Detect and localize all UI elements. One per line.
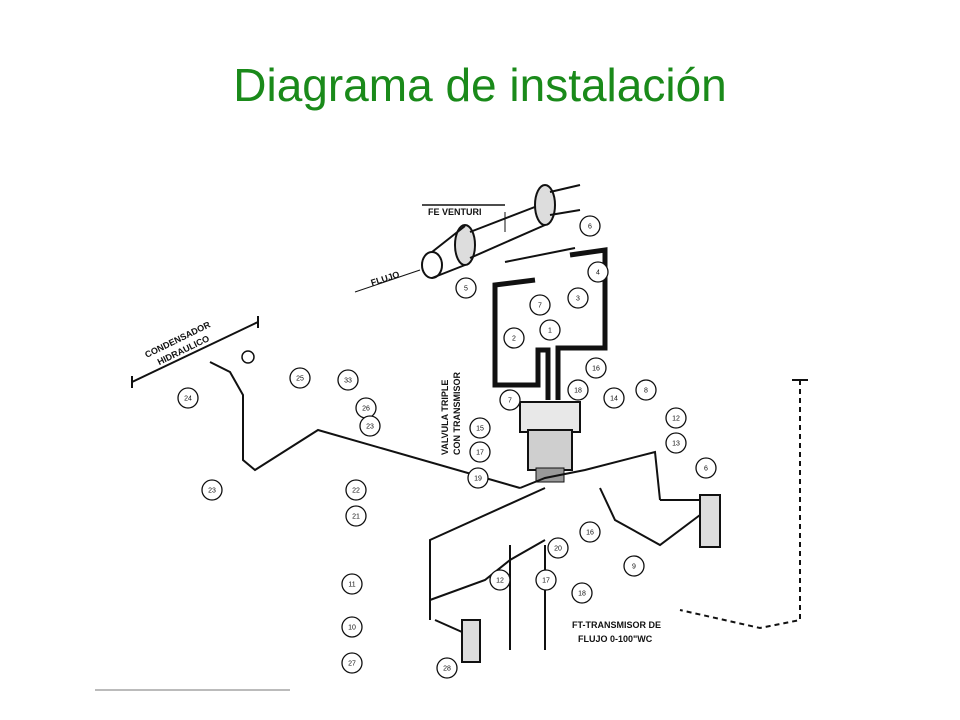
callout-circle bbox=[603, 387, 625, 409]
condenser-bar: CONDENSADOR HIDRAULICO bbox=[131, 316, 259, 388]
callout-number: 12 bbox=[496, 578, 504, 585]
callout-number: 17 bbox=[476, 450, 484, 457]
callout-number: 5 bbox=[464, 286, 468, 293]
callout-circle bbox=[289, 367, 311, 389]
callout-circle bbox=[359, 415, 381, 437]
callout-number: 4 bbox=[596, 270, 600, 277]
callout-circle bbox=[499, 389, 521, 411]
callout-circle bbox=[623, 555, 645, 577]
callout-number: 22 bbox=[352, 488, 360, 495]
callout-circle bbox=[455, 277, 477, 299]
callout-number: 28 bbox=[443, 666, 451, 673]
callout-circle bbox=[665, 407, 687, 429]
callout-group: 6453217716181481213617191520169181712111… bbox=[177, 215, 717, 679]
callout-circle bbox=[635, 379, 657, 401]
callout-number: 13 bbox=[672, 441, 680, 448]
callout-circle bbox=[695, 457, 717, 479]
flujo-arrow bbox=[354, 269, 421, 293]
callout-number: 23 bbox=[208, 488, 216, 495]
callout-number: 19 bbox=[474, 476, 482, 483]
callout-circle bbox=[579, 215, 601, 237]
callout-circle bbox=[467, 467, 489, 489]
callout-number: 21 bbox=[352, 514, 360, 521]
callout-circle bbox=[535, 569, 557, 591]
callout-number: 15 bbox=[476, 426, 484, 433]
transmisor-text-2: FLUJO 0-100"WC bbox=[578, 634, 653, 644]
callout-number: 25 bbox=[296, 376, 304, 383]
callout-circle bbox=[341, 573, 363, 595]
piping bbox=[209, 361, 701, 650]
callout-circle bbox=[665, 432, 687, 454]
callout-number: 10 bbox=[348, 625, 356, 632]
impulse-line bbox=[492, 247, 608, 400]
callout-number: 16 bbox=[586, 530, 594, 537]
valvula-text-1: VALVULA TRIPLE bbox=[440, 380, 450, 455]
transmitter-box-left bbox=[461, 619, 481, 663]
callout-number: 23 bbox=[366, 424, 374, 431]
callout-number: 18 bbox=[578, 591, 586, 598]
callout-circle bbox=[587, 261, 609, 283]
callout-circle bbox=[341, 616, 363, 638]
venturi-label: FE VENTURI bbox=[422, 204, 506, 232]
triple-valve bbox=[519, 401, 581, 483]
callout-number: 12 bbox=[672, 416, 680, 423]
callout-circle bbox=[585, 357, 607, 379]
callout-circle bbox=[177, 387, 199, 409]
callout-number: 7 bbox=[508, 398, 512, 405]
callout-number: 6 bbox=[704, 466, 708, 473]
callout-circle bbox=[539, 319, 561, 341]
callout-number: 33 bbox=[344, 378, 352, 385]
callout-number: 16 bbox=[592, 366, 600, 373]
callout-number: 24 bbox=[184, 396, 192, 403]
transmisor-text-1: FT-TRANSMISOR DE bbox=[572, 620, 661, 630]
callout-number: 8 bbox=[644, 388, 648, 395]
callout-number: 18 bbox=[574, 388, 582, 395]
callout-number: 9 bbox=[632, 564, 636, 571]
slide-title: Diagrama de instalación bbox=[233, 59, 727, 111]
callout-number: 1 bbox=[548, 328, 552, 335]
signal-line bbox=[679, 380, 801, 630]
callout-circle bbox=[567, 287, 589, 309]
callout-circle bbox=[436, 657, 458, 679]
callout-circle bbox=[337, 369, 359, 391]
callout-number: 27 bbox=[348, 661, 356, 668]
callout-circle bbox=[341, 652, 363, 674]
callout-circle bbox=[345, 505, 367, 527]
callout-number: 20 bbox=[554, 546, 562, 553]
callout-number: 7 bbox=[538, 303, 542, 310]
callout-number: 14 bbox=[610, 396, 618, 403]
callout-circle bbox=[571, 582, 593, 604]
callout-number: 3 bbox=[576, 296, 580, 303]
callout-circle bbox=[529, 294, 551, 316]
callout-circle bbox=[345, 479, 367, 501]
callout-number: 17 bbox=[542, 578, 550, 585]
callout-circle bbox=[201, 479, 223, 501]
venturi-text: FE VENTURI bbox=[428, 207, 482, 217]
callout-circle bbox=[547, 537, 569, 559]
callout-circle bbox=[489, 569, 511, 591]
callout-number: 6 bbox=[588, 224, 592, 231]
valvula-text-2: CON TRANSMISOR bbox=[452, 372, 462, 456]
callout-number: 11 bbox=[348, 582, 355, 589]
venturi-tube bbox=[421, 184, 581, 279]
callout-circle bbox=[503, 327, 525, 349]
callout-circle bbox=[469, 441, 491, 463]
callout-circle bbox=[469, 417, 491, 439]
callout-circle bbox=[567, 379, 589, 401]
callout-number: 26 bbox=[362, 406, 370, 413]
callout-circle bbox=[579, 521, 601, 543]
callout-number: 2 bbox=[512, 336, 516, 343]
transmitter-box-right bbox=[699, 494, 721, 548]
